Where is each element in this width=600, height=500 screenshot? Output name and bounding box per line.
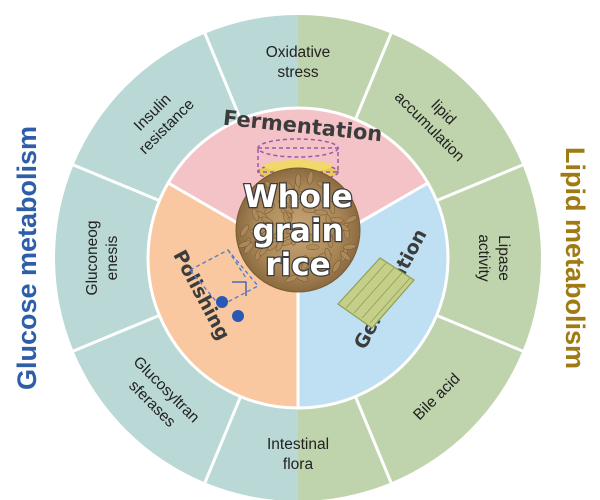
segment-divider [203, 394, 243, 484]
lipid-metabolism-title: Lipid metabolism [560, 147, 590, 369]
segment-lipase-activity: Lipaseactivity [475, 234, 512, 282]
outer-ring-dividers [72, 32, 524, 484]
lipase-activity-label: Lipaseactivity [475, 234, 512, 282]
segment-divider [72, 313, 162, 353]
segment-divider [353, 394, 393, 484]
germination-tray-icon [337, 257, 415, 329]
rice-grain-texture [238, 171, 358, 283]
segment-divider [353, 32, 393, 122]
segment-divider [203, 32, 243, 122]
segment-divider [72, 163, 162, 203]
segment-divider [434, 313, 524, 353]
glucose-metabolism-title: Glucose metabolism [12, 126, 42, 390]
polishing-machine-icon [188, 249, 260, 322]
segment-divider [434, 163, 524, 203]
